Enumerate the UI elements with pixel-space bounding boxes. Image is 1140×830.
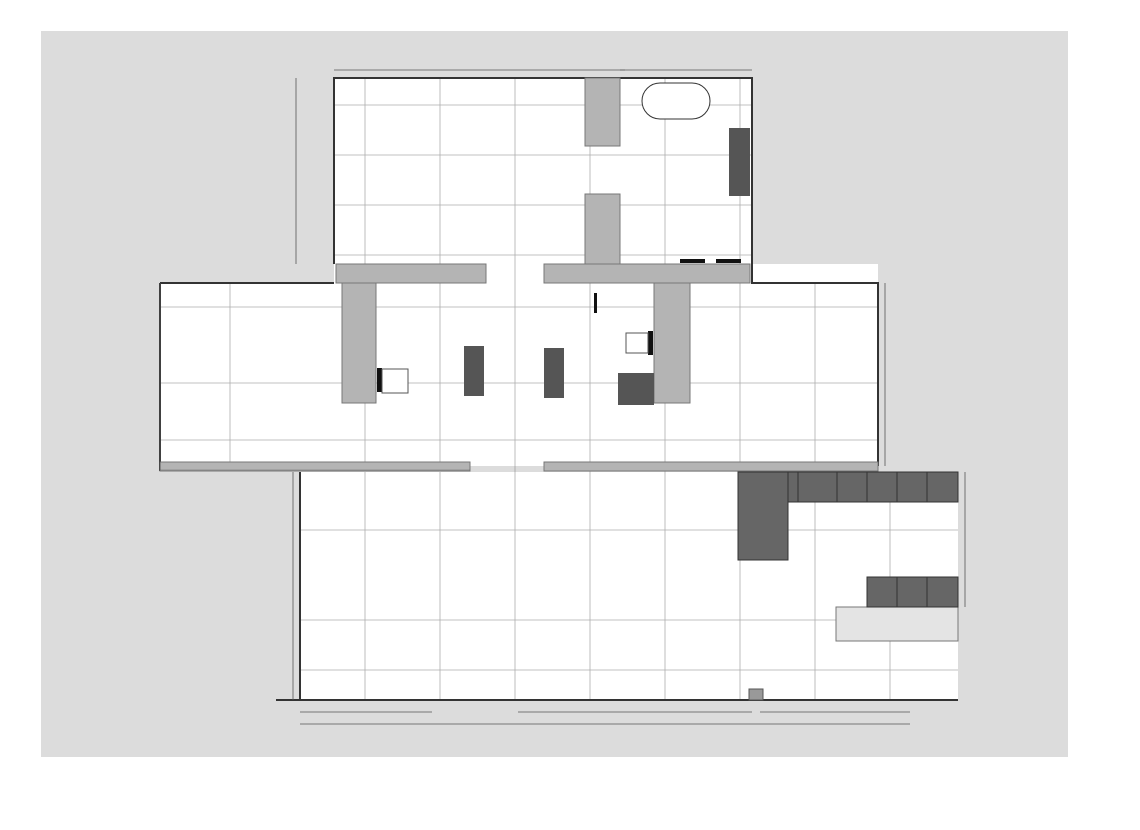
wall-bottom-right (543, 461, 879, 472)
room-living-bottom (300, 472, 958, 700)
wall-top-left (335, 263, 487, 284)
fridge-center (544, 348, 564, 398)
door-marker (594, 293, 597, 313)
furniture (377, 82, 959, 701)
sink-1 (680, 259, 705, 263)
room-right-wing (690, 283, 878, 466)
small-box (748, 688, 764, 701)
dimension-lines (159, 69, 966, 725)
partition-top-2 (584, 193, 621, 265)
partition-top-1 (584, 77, 621, 147)
oven-left (381, 368, 409, 394)
wall-top-right (543, 263, 751, 284)
closet-top (835, 606, 959, 642)
cabinet-bath (729, 128, 750, 196)
sofa-sectional (737, 471, 959, 608)
sink-2 (716, 259, 741, 263)
bathtub (641, 82, 711, 120)
counter-right (653, 282, 691, 404)
stove-left (377, 368, 382, 392)
table-dark (618, 373, 654, 405)
oven-right (625, 332, 649, 354)
stove-right (648, 331, 653, 355)
outer-wall (333, 77, 879, 466)
kitchen-island (341, 282, 377, 404)
fridge-left (464, 346, 484, 396)
